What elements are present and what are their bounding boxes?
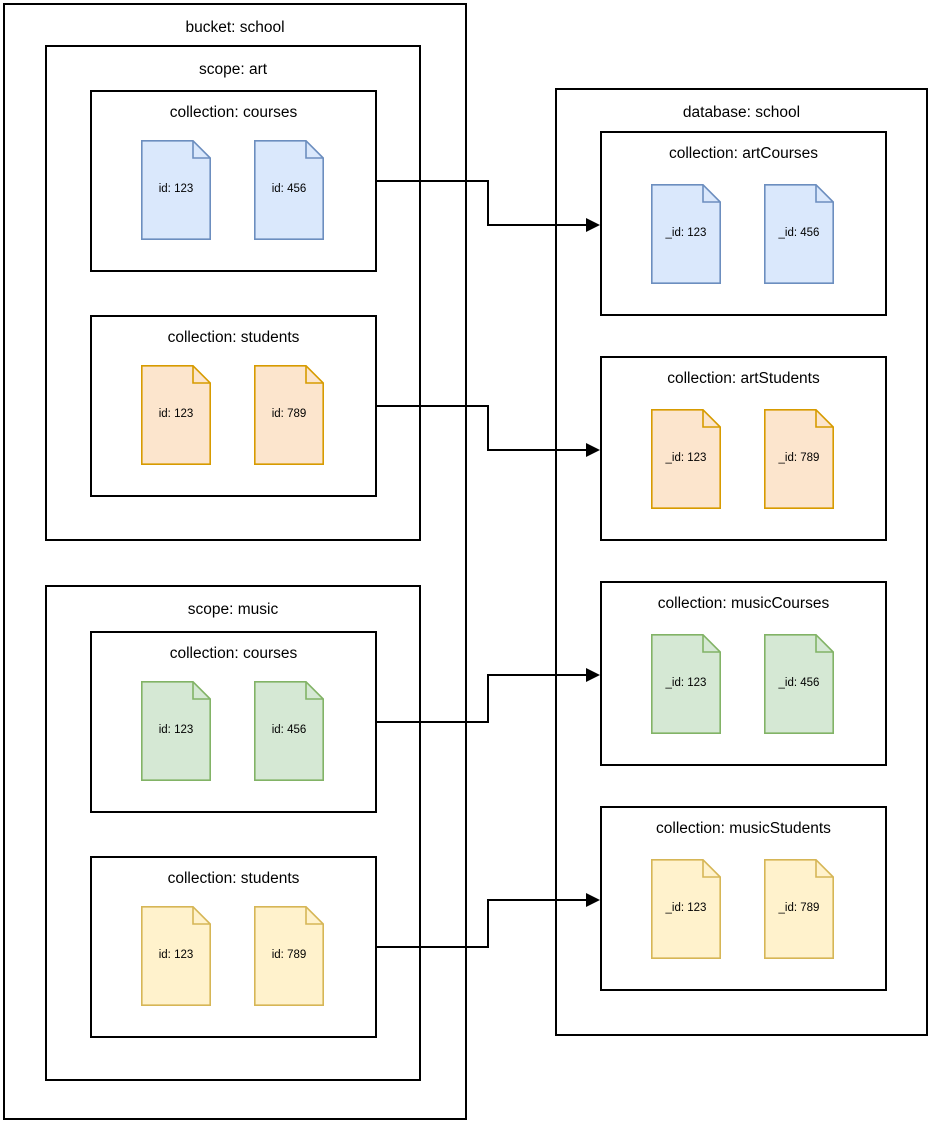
document-shape xyxy=(254,140,324,240)
document-icon[interactable]: id: 456 xyxy=(254,140,324,240)
scope-container-art: scope: art xyxy=(45,45,421,541)
database-container: database: school xyxy=(555,88,928,1036)
document-icon[interactable]: id: 789 xyxy=(254,906,324,1006)
document-shape xyxy=(651,859,721,959)
collection-container-art-courses: collection: courses xyxy=(90,90,377,272)
document-icon[interactable]: id: 789 xyxy=(254,365,324,465)
document-shape xyxy=(254,906,324,1006)
collection-container-art-students: collection: students xyxy=(90,315,377,497)
document-shape xyxy=(764,634,834,734)
document-icon[interactable]: _id: 123 xyxy=(651,859,721,959)
database-label: database: school xyxy=(682,104,801,121)
collection-label-artstudents: collection: artStudents xyxy=(667,370,820,387)
document-shape xyxy=(764,409,834,509)
document-icon[interactable]: _id: 123 xyxy=(651,184,721,284)
document-shape xyxy=(141,140,211,240)
document-icon[interactable]: _id: 789 xyxy=(764,409,834,509)
document-icon[interactable]: id: 456 xyxy=(254,681,324,781)
document-shape xyxy=(254,681,324,781)
collection-label-musicstudents: collection: musicStudents xyxy=(656,820,831,837)
document-shape xyxy=(141,906,211,1006)
document-icon[interactable]: _id: 123 xyxy=(651,634,721,734)
collection-container-musiccourses: collection: musicCourses xyxy=(600,581,887,766)
collection-container-music-courses: collection: courses xyxy=(90,631,377,813)
document-icon[interactable]: id: 123 xyxy=(141,906,211,1006)
collection-label-art-courses: collection: courses xyxy=(169,104,298,121)
document-shape xyxy=(764,859,834,959)
collection-container-music-students: collection: students xyxy=(90,856,377,1038)
document-icon[interactable]: _id: 456 xyxy=(764,184,834,284)
scope-label-art: scope: art xyxy=(198,61,268,78)
document-icon[interactable]: _id: 123 xyxy=(651,409,721,509)
document-icon[interactable]: id: 123 xyxy=(141,140,211,240)
document-shape xyxy=(141,365,211,465)
bucket-label: bucket: school xyxy=(185,19,285,36)
collection-label-music-students: collection: students xyxy=(167,870,300,887)
document-shape xyxy=(651,409,721,509)
document-shape xyxy=(764,184,834,284)
scope-container-music: scope: music xyxy=(45,585,421,1081)
collection-label-musiccourses: collection: musicCourses xyxy=(657,595,830,612)
document-icon[interactable]: id: 123 xyxy=(141,681,211,781)
scope-label-music: scope: music xyxy=(187,601,279,618)
collection-container-artcourses: collection: artCourses xyxy=(600,131,887,316)
document-icon[interactable]: _id: 789 xyxy=(764,859,834,959)
bucket-container: bucket: school xyxy=(3,3,467,1120)
collection-label-art-students: collection: students xyxy=(167,329,300,346)
collection-label-music-courses: collection: courses xyxy=(169,645,298,662)
document-icon[interactable]: _id: 456 xyxy=(764,634,834,734)
collection-container-musicstudents: collection: musicStudents xyxy=(600,806,887,991)
collection-container-artstudents: collection: artStudents xyxy=(600,356,887,541)
document-shape xyxy=(254,365,324,465)
document-shape xyxy=(651,184,721,284)
document-shape xyxy=(141,681,211,781)
document-shape xyxy=(651,634,721,734)
document-icon[interactable]: id: 123 xyxy=(141,365,211,465)
collection-label-artcourses: collection: artCourses xyxy=(668,145,819,162)
